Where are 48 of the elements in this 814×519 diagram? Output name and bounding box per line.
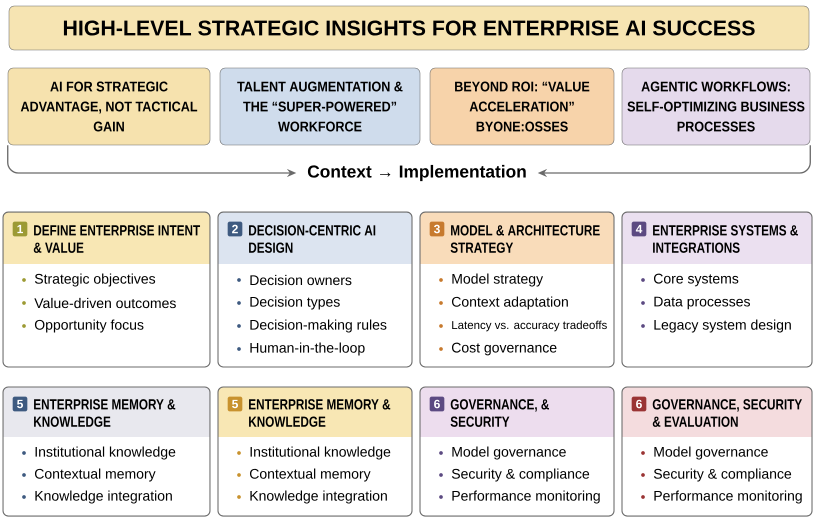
bullet-item: Institutional knowledge	[22, 446, 176, 460]
bullet-item: Performance monitoring	[439, 490, 600, 504]
number-badge: 3	[430, 222, 444, 236]
card-heading: GOVERNANCE, SECURITY & EVALUATION	[652, 399, 802, 427]
bullet-item: Performance monitoring	[641, 490, 802, 504]
number-badge: 6	[632, 396, 646, 412]
bullet-item: Strategic objectives	[22, 273, 156, 287]
insight-box: AGENTIC WORKFLOWS: SELF-OPTIMIZING BUSINESS PROCESSES	[622, 68, 810, 146]
bullet-item: Context adaptation	[439, 296, 568, 310]
bullet-item: Decision-making rules	[237, 319, 386, 333]
bullet-item: Institutional knowledge	[237, 446, 390, 460]
card-heading: MODEL & ARCHITECTURE STRATEGY	[450, 225, 600, 253]
bullet-item: Model governance	[439, 446, 566, 460]
bullet-item: Decision types	[237, 296, 340, 310]
card-heading: DECISION-CENTRIC AI DESIGN	[249, 225, 376, 253]
card-heading: DEFINE ENTERPRISE INTENT & VALUE	[34, 225, 200, 253]
title-banner: HIGH-LEVEL STRATEGIC INSIGHTS FOR ENTERPRISE AI SUCCESS	[8, 6, 810, 50]
bullet-item: Human-in-the-loop	[237, 342, 365, 356]
insight-box: BEYOND ROI: “VALUE ACCELERATION” BYONE:OSSES	[430, 68, 614, 146]
bullet-item: Knowledge integration	[22, 490, 172, 504]
bullet-item: Contextual memory	[22, 468, 156, 482]
bullet-item: Decision owners	[237, 274, 352, 286]
number-badge: 6	[430, 396, 444, 412]
number-badge: 5	[228, 396, 242, 412]
bullet-item: Cost governance	[439, 342, 556, 356]
number-badge: 5	[12, 396, 28, 412]
bullet-item: Core systems	[641, 274, 738, 286]
bullet-item: Model strategy	[439, 273, 544, 287]
bullet-item: Latency vs. accuracy tradeoffs	[439, 320, 607, 332]
bullet-item: Value-driven outcomes	[22, 298, 176, 308]
insight-box: TALENT AUGMENTATION & THE “SUPER-POWERED” WORKFORCE	[220, 68, 420, 146]
number-badge: 1	[12, 222, 28, 236]
bullet-item: Security & compliance	[641, 468, 792, 482]
card-heading: ENTERPRISE SYSTEMS & INTEGRATIONS	[653, 225, 798, 253]
card-heading: ENTERPRISE MEMORY & KNOWLEDGE	[249, 399, 390, 427]
insight-box: AI FOR STRATEGIC ADVANTAGE, NOT TACTICAL GAIN	[8, 68, 210, 146]
card-heading: ENTERPRISE MEMORY & KNOWLEDGE	[34, 399, 176, 427]
bullet-item: Opportunity focus	[22, 319, 144, 333]
bullet-item: Security & compliance	[439, 468, 590, 482]
number-badge: 2	[228, 222, 242, 236]
bullet-item: Model governance	[641, 446, 768, 460]
number-badge: 4	[632, 222, 646, 236]
bullet-item: Knowledge integration	[237, 490, 387, 504]
bullet-item: Legacy system design	[641, 319, 791, 333]
flow-label: Context → Implementation	[308, 164, 526, 182]
card-heading: GOVERNANCE, & SECURITY	[450, 399, 549, 427]
bullet-item: Contextual memory	[237, 468, 371, 482]
bullet-item: Data processes	[641, 296, 750, 310]
